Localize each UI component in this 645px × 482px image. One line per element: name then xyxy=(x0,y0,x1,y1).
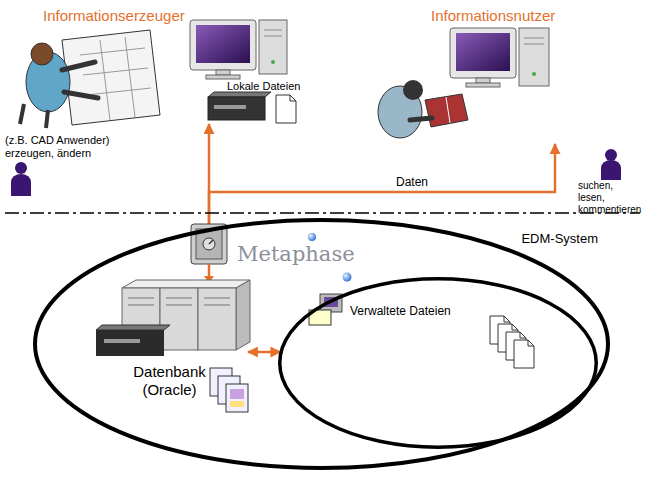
node-label: Informationserzeuger xyxy=(43,7,185,25)
action-note: suchen, lesen, kommentieren xyxy=(578,180,641,216)
ellipse-outline xyxy=(280,279,597,448)
user-computer xyxy=(524,44,544,45)
creator-icon xyxy=(11,162,31,196)
db-drive xyxy=(104,339,140,343)
server-symbol xyxy=(204,298,230,299)
node-label: Datenbank (Oracle) xyxy=(122,363,217,399)
server-symbol xyxy=(166,305,192,306)
creator-person xyxy=(125,37,135,117)
creator-person xyxy=(62,62,98,98)
user-computer xyxy=(519,28,549,86)
local-drive xyxy=(208,92,271,120)
user-person xyxy=(378,80,468,138)
creator-computer xyxy=(190,20,287,79)
user-person xyxy=(403,80,423,100)
creator-computer xyxy=(264,30,282,31)
data-flow-arrow xyxy=(248,351,280,354)
db-drive xyxy=(96,330,164,356)
db-drive xyxy=(96,325,170,356)
workstation: Informationsnutzer xyxy=(425,6,575,144)
vault-symbol xyxy=(209,240,213,244)
creator-person xyxy=(86,88,151,95)
ellipse-outline xyxy=(35,220,608,468)
product-logo: Metaphase xyxy=(237,242,355,267)
server-symbol xyxy=(128,298,154,299)
separator-line xyxy=(5,212,640,214)
role-note: (z.B. CAD Anwender) erzeugen, ändern xyxy=(5,134,127,160)
creator-person xyxy=(31,43,53,65)
database-server: Datenbank (Oracle) xyxy=(91,275,248,401)
db-documents xyxy=(230,389,244,399)
file-stack xyxy=(490,316,534,368)
server-symbol xyxy=(166,298,192,299)
server-symbol xyxy=(122,280,250,288)
local-file xyxy=(276,95,296,123)
user-computer xyxy=(450,28,516,87)
metaphase-balls xyxy=(343,273,352,282)
creator-computer xyxy=(271,60,275,64)
creator-computer xyxy=(259,20,287,74)
local-drive xyxy=(208,92,271,97)
creator-person xyxy=(80,48,145,55)
node-label: Verwaltete Dateien xyxy=(350,304,451,318)
drive-label: Lokale Dateien xyxy=(227,80,300,93)
db-drive xyxy=(96,325,170,330)
user-person xyxy=(425,94,468,127)
user-computer xyxy=(524,38,544,39)
vault-arrow xyxy=(208,264,211,276)
creator-computer xyxy=(190,20,256,79)
creator-person xyxy=(20,104,48,128)
db-documents xyxy=(210,368,248,412)
file-ellipse: Verwaltete Dateien xyxy=(278,277,598,449)
db-documents xyxy=(226,384,248,412)
server-symbol xyxy=(236,280,250,350)
user-person xyxy=(446,97,450,123)
file-stack xyxy=(514,340,534,368)
user-icon xyxy=(601,149,621,180)
workstation: Informationserzeuger xyxy=(40,6,302,124)
server-symbol xyxy=(160,288,198,350)
user-person xyxy=(410,118,432,120)
edge-label: Daten xyxy=(394,175,430,189)
creator-icon xyxy=(15,162,27,174)
user-icon xyxy=(605,149,617,161)
user-computer xyxy=(450,28,549,87)
server-symbol xyxy=(198,288,236,350)
local-drive xyxy=(214,105,246,109)
creator-person xyxy=(20,30,160,128)
ellipse-outline xyxy=(278,277,598,449)
server-symbol xyxy=(128,305,154,306)
creator-person xyxy=(83,68,148,75)
creator-computer xyxy=(264,36,282,37)
creator-person xyxy=(100,40,110,120)
data-flow-arrow xyxy=(209,144,555,230)
node-label: Informationsnutzer xyxy=(431,7,555,25)
user-computer xyxy=(532,72,536,76)
db-documents xyxy=(230,401,244,407)
node-label: EDM-System xyxy=(521,231,598,247)
metaphase-balls xyxy=(308,233,316,241)
local-drive xyxy=(208,97,265,120)
user-icon xyxy=(601,160,621,180)
creator-icon xyxy=(11,174,31,196)
creator-person xyxy=(62,30,160,125)
vault-symbol xyxy=(203,238,215,250)
server-symbol xyxy=(204,305,230,306)
